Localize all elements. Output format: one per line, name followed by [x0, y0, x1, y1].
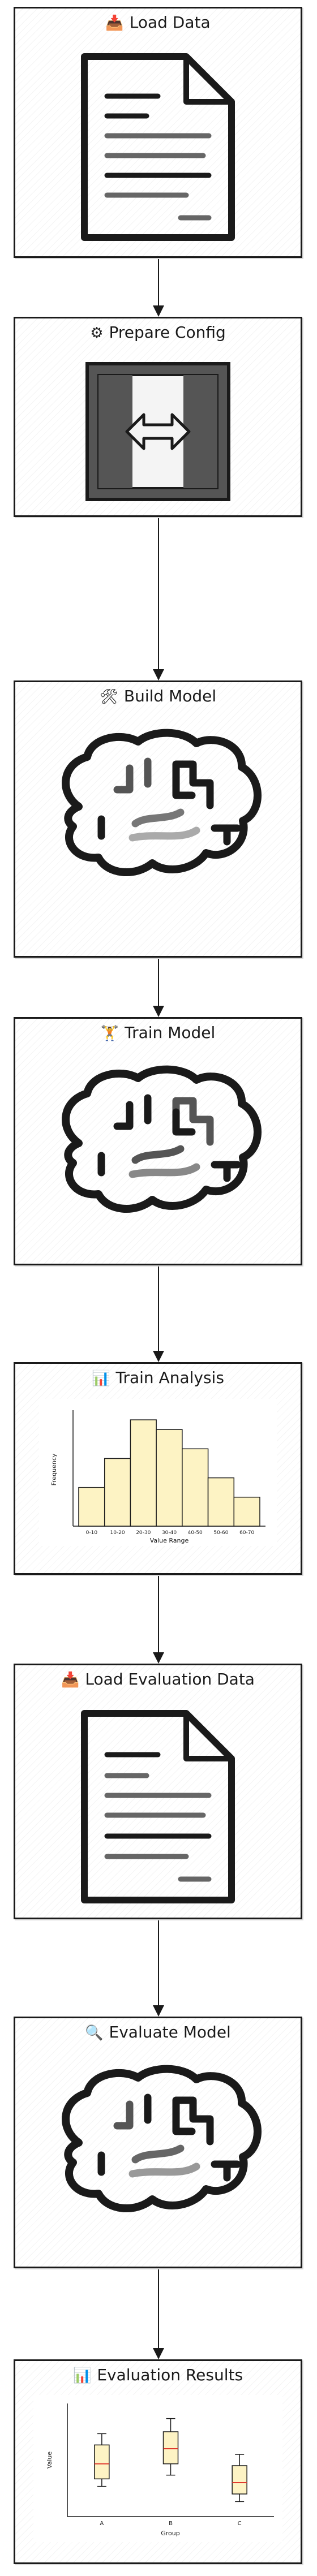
transform-illustration [15, 358, 301, 505]
step-card-build-model: 🛠 Build Model [14, 680, 302, 958]
brain-illustration [15, 722, 301, 891]
document-illustration [15, 1705, 301, 1909]
step-card-train-analysis: 📊 Train Analysis Value Range Frequency 0-… [14, 1362, 302, 1575]
x-tick-label: 40-50 [188, 1530, 203, 1536]
histogram-bar [104, 1458, 131, 1527]
histogram-bar [207, 1477, 235, 1527]
box [232, 2465, 247, 2495]
boxplot-chart-illustration: Group Value A B C [15, 2395, 301, 2542]
step-label: Build Model [123, 687, 217, 705]
step-title: 🔍 Evaluate Model [15, 2023, 301, 2041]
step-card-train-model: 🏋 Train Model [14, 1017, 302, 1265]
step-label: Evaluate Model [109, 2023, 231, 2041]
step-title: 📥 Load Data [15, 13, 301, 32]
brain-illustration [15, 1058, 301, 1228]
step-label: Evaluation Results [97, 2366, 243, 2384]
bar-chart-icon: 📊 [72, 2367, 92, 2384]
step-title: 📊 Evaluation Results [15, 2366, 301, 2384]
step-card-load-data: 📥 Load Data [14, 7, 302, 258]
step-title: 📊 Train Analysis [15, 1368, 301, 1387]
histogram-bar [156, 1429, 183, 1527]
x-tick-label: 10-20 [110, 1530, 125, 1536]
histogram-chart-illustration: Value Range Frequency 0-10 10-20 20-30 30-4… [15, 1399, 301, 1546]
x-tick-label: 60-70 [239, 1530, 254, 1536]
inbox-tray-icon: 📥 [105, 15, 124, 32]
x-tick-label: 20-30 [136, 1530, 151, 1536]
step-label: Load Data [129, 13, 211, 32]
step-title: 🛠 Build Model [15, 687, 301, 705]
x-tick-label: B [169, 2521, 173, 2527]
x-tick-label: A [100, 2521, 104, 2527]
box [94, 2444, 110, 2480]
magnifier-icon: 🔍 [85, 2024, 104, 2041]
x-axis-label: Value Range [150, 1537, 189, 1544]
bar-chart-icon: 📊 [92, 1370, 110, 1387]
x-axis-label: Group [161, 2530, 180, 2537]
step-card-prepare-config: ⚙ Prepare Config [14, 317, 302, 517]
step-label: Load Evaluation Data [85, 1670, 255, 1688]
inbox-tray-icon: 📥 [61, 1672, 80, 1688]
weightlifter-icon: 🏋 [100, 1025, 119, 1042]
histogram-bar [130, 1419, 157, 1527]
x-tick-label: 50-60 [213, 1530, 228, 1536]
y-axis-label: Frequency [50, 1453, 58, 1485]
document-illustration [15, 48, 301, 246]
x-tick-label: 0-10 [86, 1530, 98, 1536]
tools-icon: 🛠 [99, 688, 118, 705]
y-axis-label: Value [46, 2452, 53, 2469]
gear-icon: ⚙ [90, 325, 104, 342]
step-card-evaluation-results: 📊 Evaluation Results Group Value A B C [14, 2359, 302, 2564]
step-label: Train Model [125, 1023, 216, 1042]
step-card-load-evaluation-data: 📥 Load Evaluation Data [14, 1664, 302, 1919]
step-title: 🏋 Train Model [15, 1023, 301, 1042]
step-label: Train Analysis [115, 1368, 224, 1387]
box-plot-chart: Group Value A B C [33, 2395, 282, 2542]
step-title: 📥 Load Evaluation Data [15, 1670, 301, 1688]
step-title: ⚙ Prepare Config [15, 323, 301, 342]
x-tick-label: 30-40 [162, 1530, 177, 1536]
x-tick-label: C [238, 2521, 242, 2527]
step-label: Prepare Config [109, 323, 226, 342]
brain-illustration [15, 2058, 301, 2228]
box [162, 2431, 179, 2465]
histogram-bar [233, 1497, 260, 1527]
step-card-evaluate-model: 🔍 Evaluate Model [14, 2017, 302, 2268]
histogram-chart: Value Range Frequency 0-10 10-20 20-30 30-4… [39, 1399, 277, 1546]
